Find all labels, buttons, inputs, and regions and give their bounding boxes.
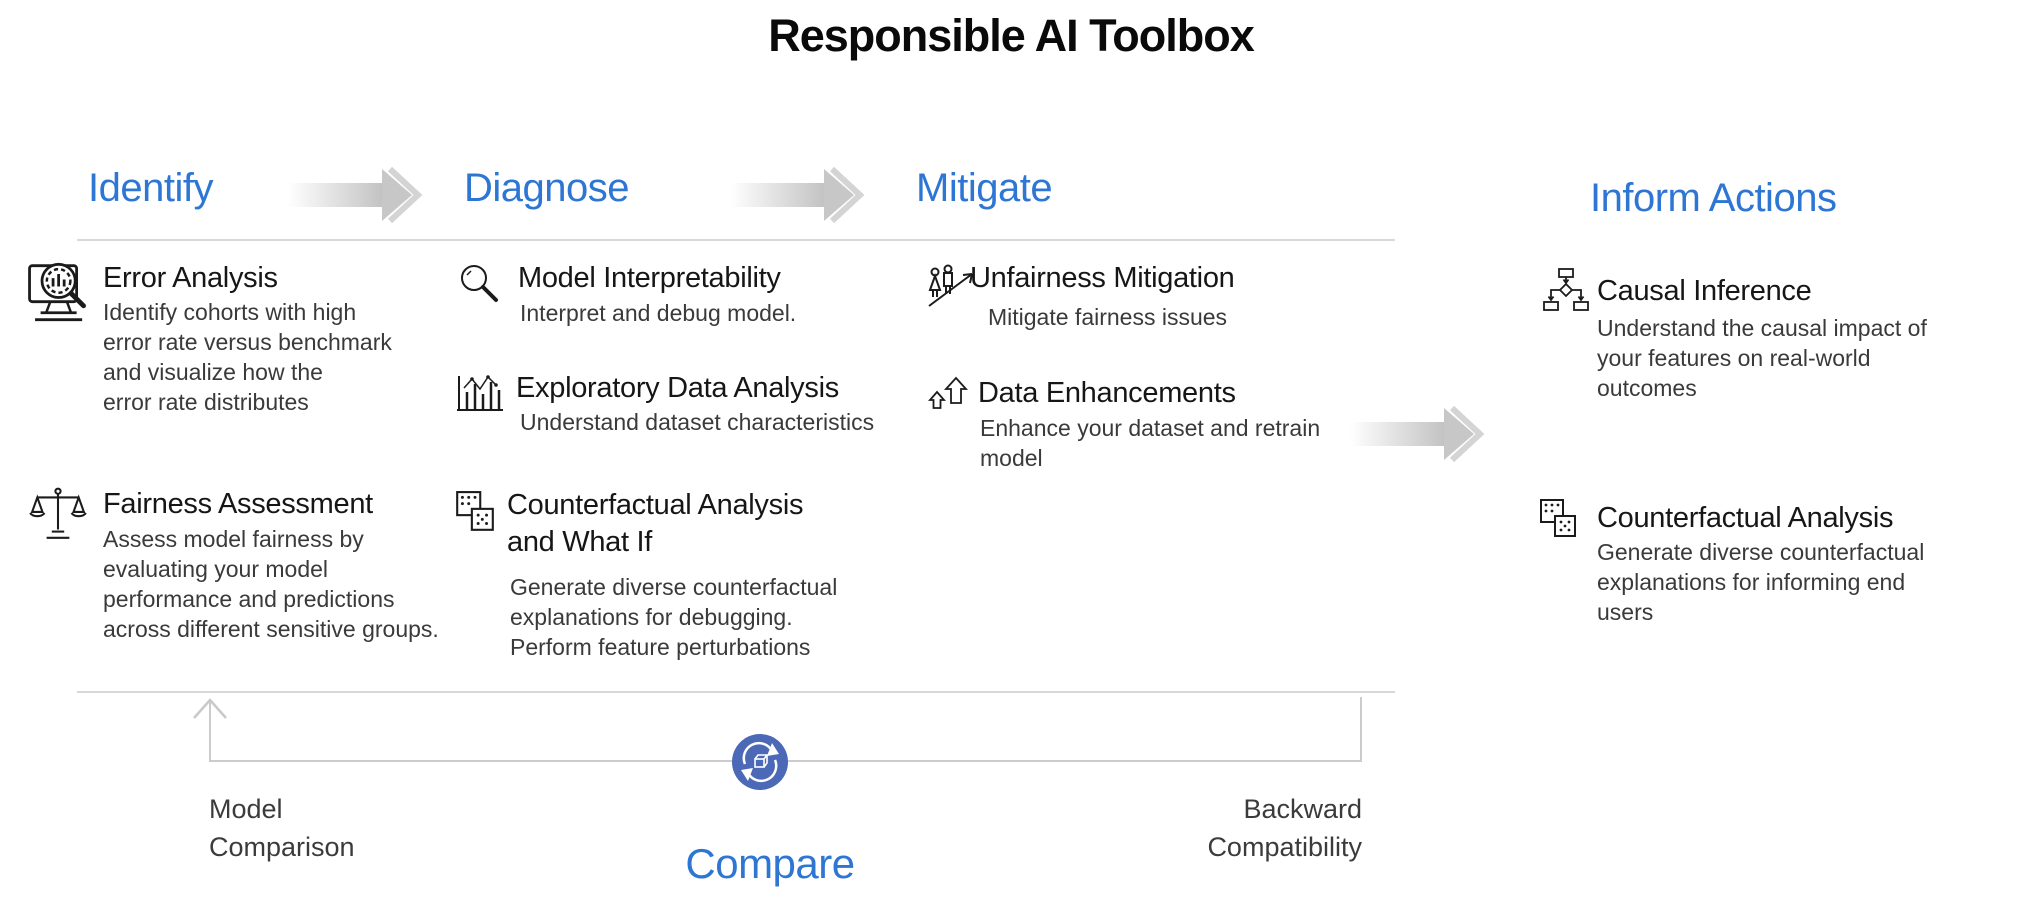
item-desc: Identify cohorts with high error rate ve… (103, 299, 392, 415)
item-title: Error Analysis (103, 262, 278, 294)
item-desc: Generate diverse counterfactual explanat… (1597, 539, 1925, 625)
item-desc: Understand dataset characteristics (520, 409, 875, 435)
item-title: Counterfactual Analysis and What If (507, 489, 804, 558)
flow-arrow-icon (288, 167, 430, 223)
flow-arrow-icon (1350, 406, 1492, 462)
item-desc: Interpret and debug model. (520, 300, 797, 326)
item-title: Data Enhancements (978, 377, 1236, 409)
item-title: Unfairness Mitigation (970, 262, 1235, 294)
item-desc: Enhance your dataset and retrain model (980, 415, 1321, 471)
loop-left-line (209, 702, 211, 762)
flow-arrow-icon (730, 167, 872, 223)
item-title: Model Interpretability (518, 262, 781, 294)
fairness-scales-icon (28, 486, 88, 542)
item-title: Exploratory Data Analysis (516, 372, 839, 404)
compare-label: Compare (685, 840, 855, 887)
bar-chart-icon (456, 372, 506, 414)
stage-header-diagnose: Diagnose (464, 166, 630, 210)
backward-compatibility-label: Backward Compatibility (1207, 794, 1362, 862)
item-title: Fairness Assessment (103, 488, 373, 520)
error-analysis-icon (28, 256, 92, 328)
section-divider (77, 691, 1395, 693)
up-arrowhead-icon (192, 698, 228, 720)
up-arrows-icon (928, 376, 968, 420)
model-comparison-label: Model Comparison (209, 794, 355, 862)
item-desc: Mitigate fairness issues (988, 304, 1228, 330)
stage-header-mitigate: Mitigate (916, 166, 1053, 210)
loop-right-line (1360, 697, 1362, 762)
stage-header-inform-actions: Inform Actions (1590, 176, 1837, 220)
page-title: Responsible AI Toolbox (768, 10, 1255, 61)
item-desc: Understand the causal impact of your fea… (1597, 315, 1927, 401)
magnifier-icon (458, 264, 506, 308)
stage-header-identify: Identify (88, 166, 213, 210)
item-desc: Assess model fairness by evaluating your… (103, 526, 439, 642)
item-desc: Generate diverse counterfactual explanat… (510, 574, 838, 660)
dice-icon (453, 490, 497, 534)
dice-icon (1537, 498, 1579, 540)
sync-arrows-icon (732, 734, 788, 790)
item-title: Causal Inference (1597, 275, 1812, 307)
item-title: Counterfactual Analysis (1597, 502, 1894, 534)
flowchart-icon (1543, 268, 1589, 316)
header-divider (77, 239, 1395, 241)
people-rising-arrow-icon (925, 264, 979, 310)
